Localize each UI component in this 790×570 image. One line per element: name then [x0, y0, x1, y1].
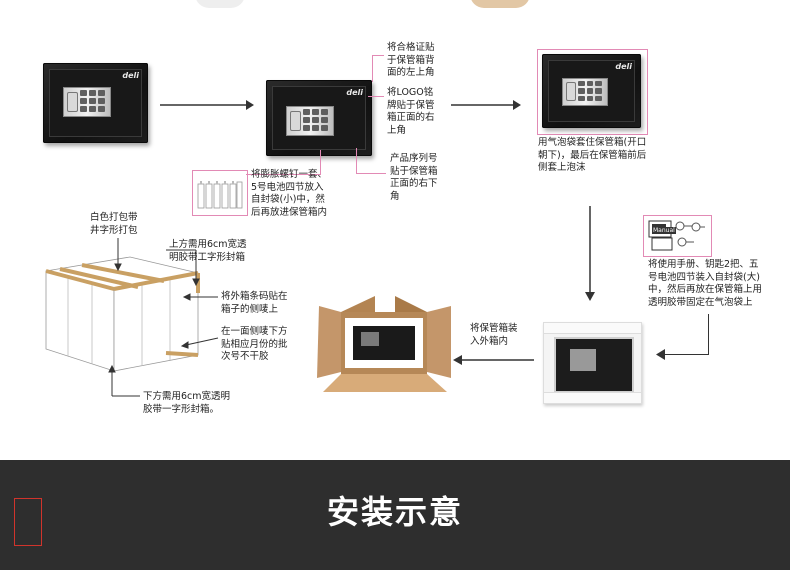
label-bottom-tape: 下方需用6cm宽透明 胶带一字形封箱。 — [143, 391, 231, 415]
elbow-arrow-vertical — [708, 314, 709, 354]
footer-bar — [0, 460, 790, 570]
brand-logo: deli — [122, 71, 139, 80]
guide-cert-vertical — [372, 55, 373, 82]
guide-bolts-vertical — [320, 150, 321, 174]
label-batch: 在一面侧唛下方 贴相应月份的批 次号不干胶 — [221, 326, 288, 362]
label-white-strap: 白色打包带 井字形打包 — [90, 212, 138, 236]
label-manual: 将使用手册、钥匙2把、五 号电池四节装入自封袋(大) 中，然后再放在保管箱上用 … — [648, 259, 763, 308]
arrow-down — [585, 206, 595, 301]
arrow-right-1 — [160, 100, 254, 110]
brand-logo: deli — [346, 88, 363, 97]
label-serial: 产品序列号 贴于保管箱 正面的右下 角 — [390, 153, 438, 202]
label-cert: 将合格证贴 于保管箱背 面的左上角 — [387, 42, 435, 78]
label-bubble: 用气泡袋套住保管箱(开口 朝下)，最后在保管箱前后 侧套上泡沫 — [538, 137, 647, 173]
cardboard-box-image — [317, 296, 451, 392]
guide-serial-horizontal — [356, 173, 386, 174]
label-outer-box: 将保管箱装 入外箱内 — [470, 323, 518, 347]
arrow-left — [453, 355, 534, 365]
strapped-cartons-image — [45, 256, 200, 372]
battery-icon — [197, 181, 243, 209]
bubble-safe-frame — [537, 49, 648, 135]
elbow-arrow-head — [656, 349, 665, 360]
manual-tag: Manual — [652, 227, 676, 234]
elbow-arrow-horizontal — [664, 354, 709, 355]
arrow-right-2 — [451, 100, 521, 110]
battery-bag-frame — [192, 170, 248, 216]
label-logo-sticker: 将LOGO铭 牌贴于保管 箱正面的右 上角 — [387, 87, 435, 136]
carton-leader-lines — [108, 238, 219, 397]
brand-logo: deli — [615, 62, 632, 71]
top-decoration-left — [195, 0, 245, 8]
safe-image-3: deli — [542, 54, 641, 128]
guide-cert-horizontal — [372, 55, 384, 56]
guide-serial-vertical — [356, 148, 357, 173]
footer-title: 安装示意 — [326, 493, 463, 531]
label-bolts: 将膨胀螺钉一套、 5号电池四节放入 自封袋(小)中，然 后再放进保管箱内 — [251, 169, 328, 218]
guide-logo-horizontal — [368, 96, 384, 97]
accessory-frame — [643, 215, 712, 257]
label-barcode: 将外箱条码贴在 箱子的侧唛上 — [221, 291, 288, 315]
label-top-tape: 上方需用6cm宽透 明胶带工字形封箱 — [169, 239, 247, 263]
safe-image-2: deli — [266, 80, 372, 156]
guide-bolts-horizontal — [246, 174, 321, 175]
top-decoration-right — [470, 0, 530, 8]
foam-box-image — [543, 322, 642, 404]
safe-image-1: deli — [43, 63, 148, 143]
footer-red-box — [14, 498, 42, 546]
